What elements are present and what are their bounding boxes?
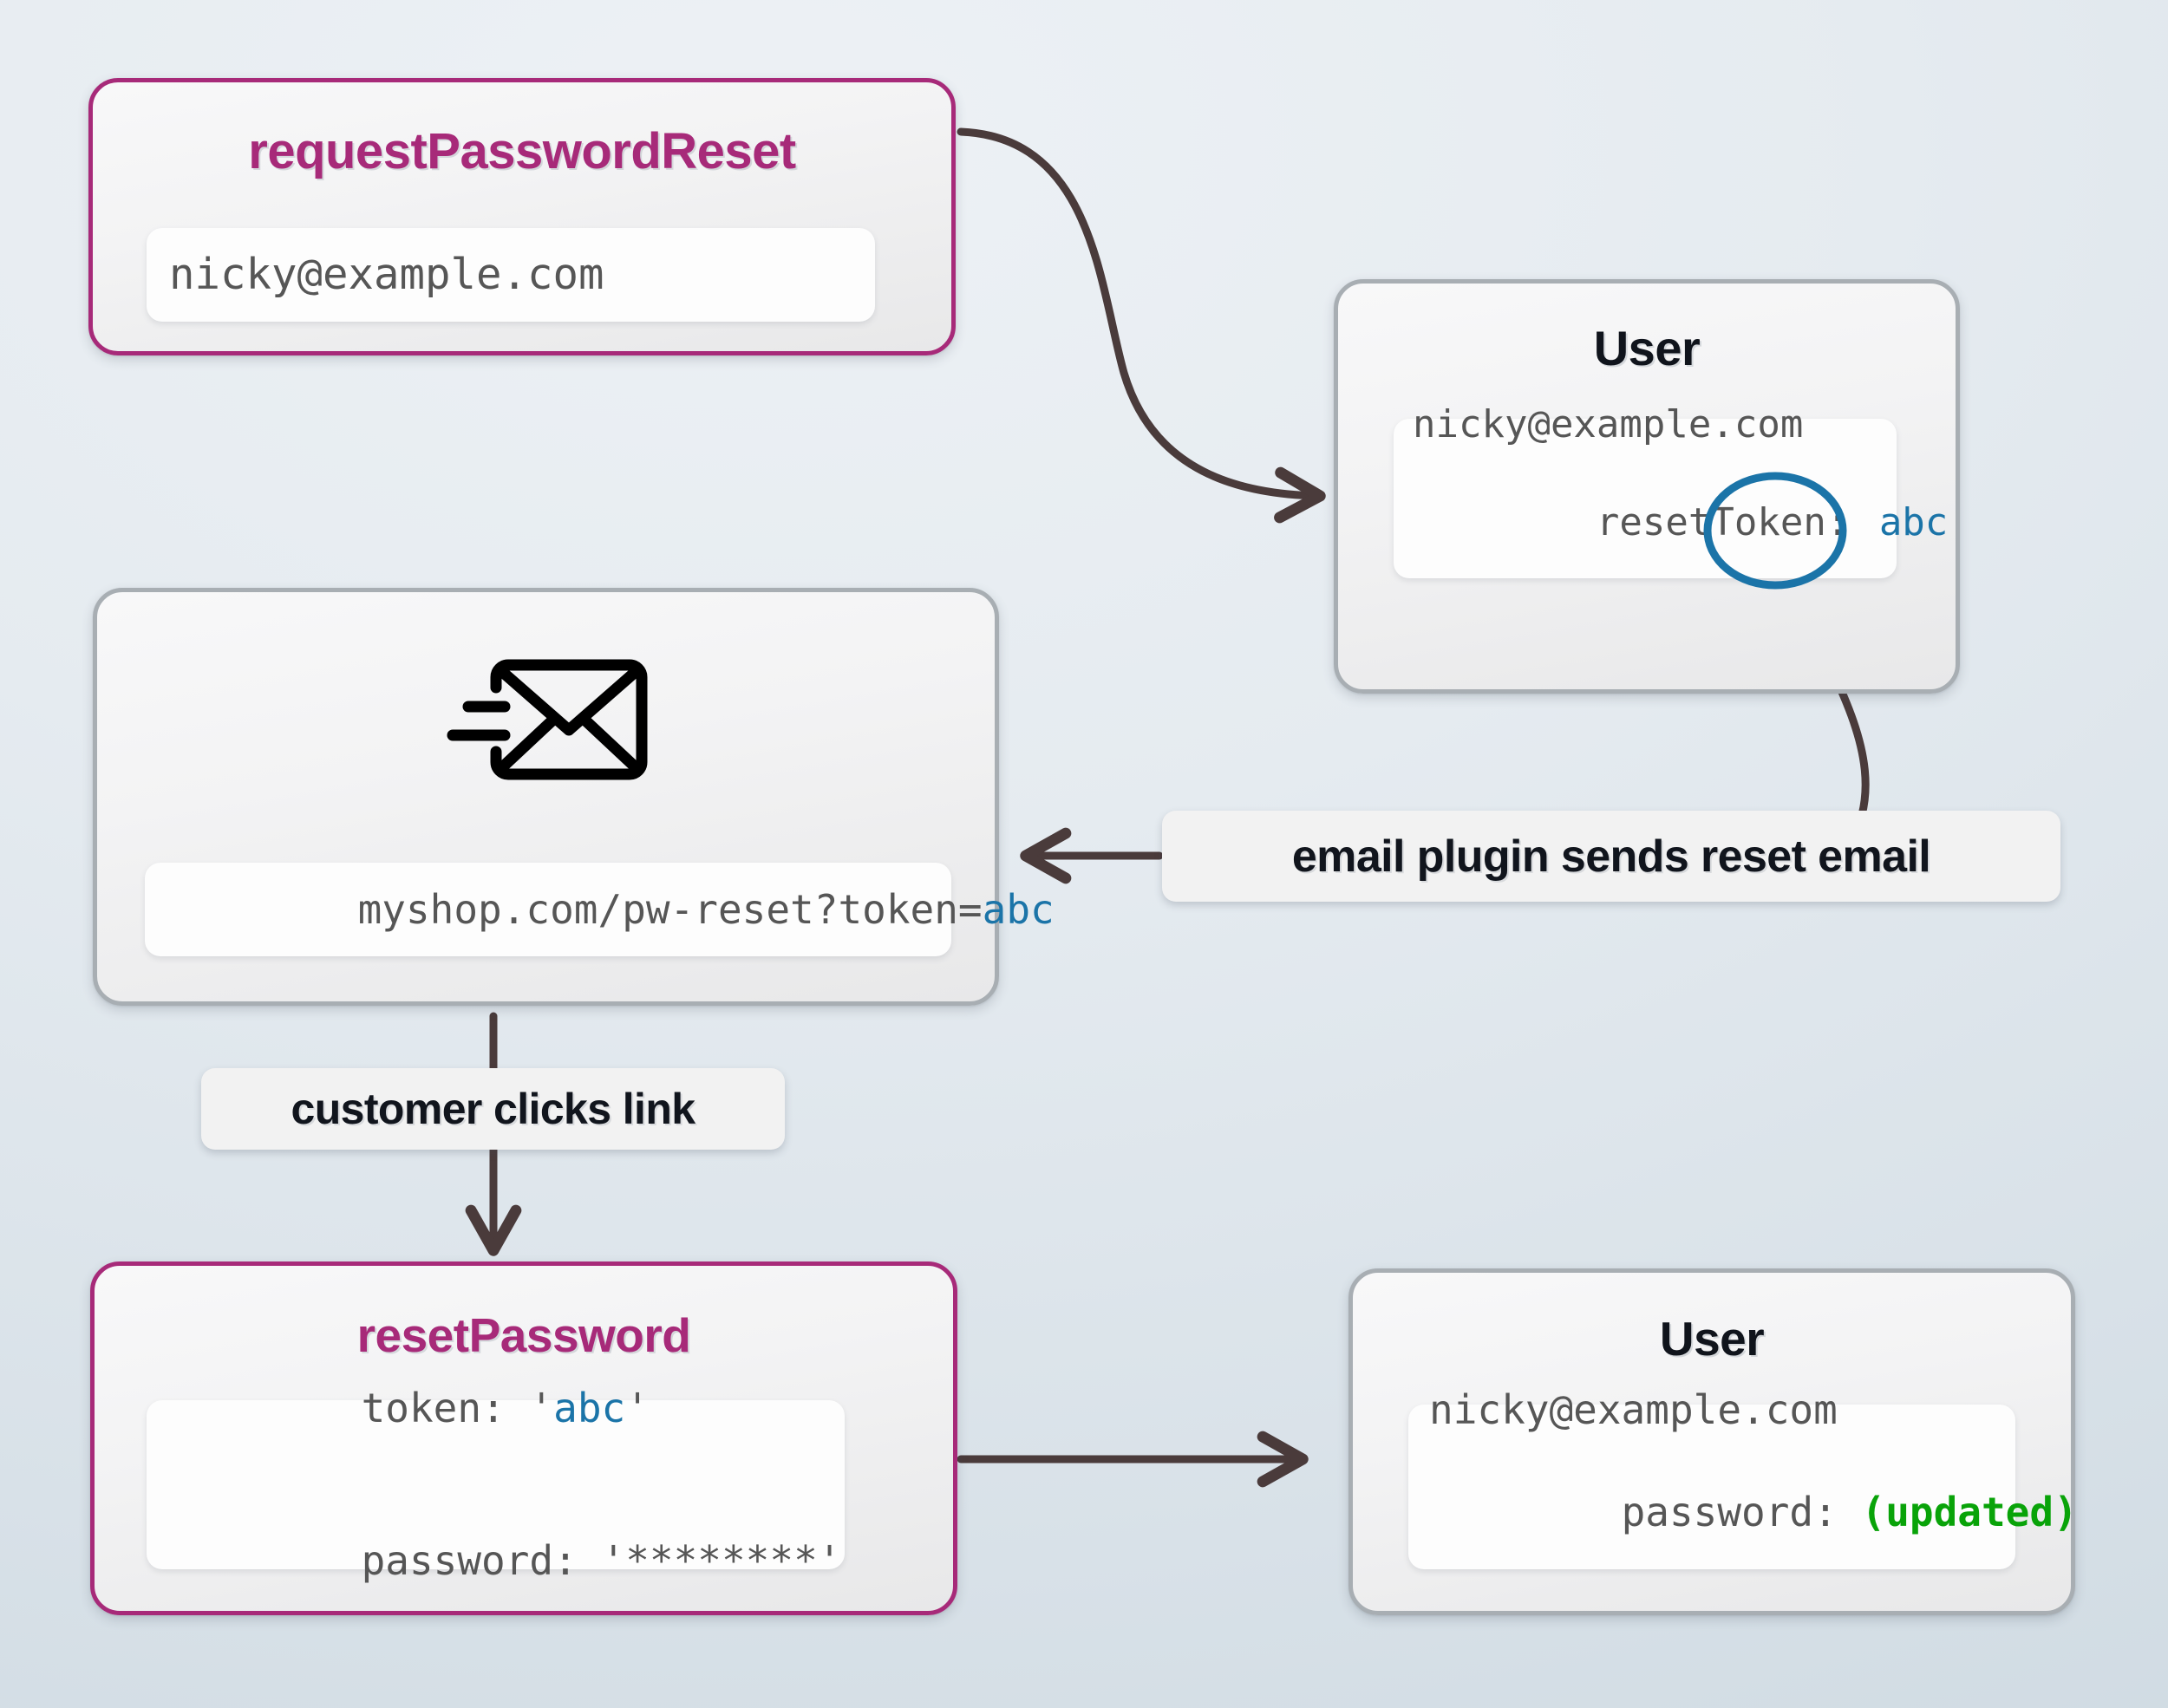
reset-token-value: abc xyxy=(1878,500,1949,544)
field-line-email: nicky@example.com xyxy=(169,249,604,299)
node-title-reset-password: resetPassword xyxy=(356,1308,691,1362)
node-title-user-bottom: User xyxy=(1659,1312,1765,1366)
password-updated-value: (updated) xyxy=(1861,1489,2078,1535)
field-user-bottom: nicky@example.com password: (updated) xyxy=(1408,1386,2078,1569)
node-user-bottom[interactable]: User nicky@example.com password: (update… xyxy=(1348,1268,2078,1615)
node-email-card[interactable]: myshop.com/pw-reset?token=abc xyxy=(93,588,1055,1006)
reset-token-label: resetToken: xyxy=(1596,500,1872,544)
field-reset-password: token: 'abc' password: '********' xyxy=(147,1385,845,1584)
node-reset-password[interactable]: resetPassword token: 'abc' password: '**… xyxy=(90,1261,957,1615)
arrow-request-to-user xyxy=(957,127,1326,524)
edge-label-email-plugin: email plugin sends reset email xyxy=(1162,811,2060,902)
url-token: abc xyxy=(982,885,1055,933)
node-title-user-top: User xyxy=(1593,321,1701,375)
node-request-password-reset[interactable]: requestPasswordReset nicky@example.com xyxy=(88,78,956,355)
token-label: token: xyxy=(361,1384,530,1431)
edge-label-customer-clicks: customer clicks link xyxy=(201,1068,785,1150)
token-quote-close: ' xyxy=(625,1384,650,1431)
field-request-email: nicky@example.com xyxy=(147,228,875,322)
field-line-user-email: nicky@example.com xyxy=(1413,402,1804,447)
node-user-top[interactable]: User nicky@example.com resetToken: abc xyxy=(1334,279,1960,694)
password-label: password: xyxy=(361,1537,602,1585)
token-quote-open: ' xyxy=(529,1384,554,1431)
field-line-user-bottom-email: nicky@example.com xyxy=(1429,1386,1838,1434)
field-line-reset-token: resetToken: abc xyxy=(1413,450,1948,596)
envelope-send-icon xyxy=(446,646,654,798)
field-line-token: token: 'abc' xyxy=(169,1332,822,1485)
field-email-url: myshop.com/pw-reset?token=abc xyxy=(145,863,1055,956)
password-label-bottom: password: xyxy=(1621,1489,1862,1535)
node-title-request-password-reset: requestPasswordReset xyxy=(248,123,796,179)
field-line-user-bottom-password: password: (updated) xyxy=(1429,1436,2078,1589)
field-line-url: myshop.com/pw-reset?token=abc xyxy=(166,833,1055,987)
field-line-password: password: '********' xyxy=(169,1485,842,1639)
field-user-top: nicky@example.com resetToken: abc xyxy=(1394,402,1948,578)
url-prefix: myshop.com/pw-reset?token= xyxy=(357,885,983,933)
password-value: '********' xyxy=(601,1537,842,1585)
token-value: abc xyxy=(553,1384,626,1431)
